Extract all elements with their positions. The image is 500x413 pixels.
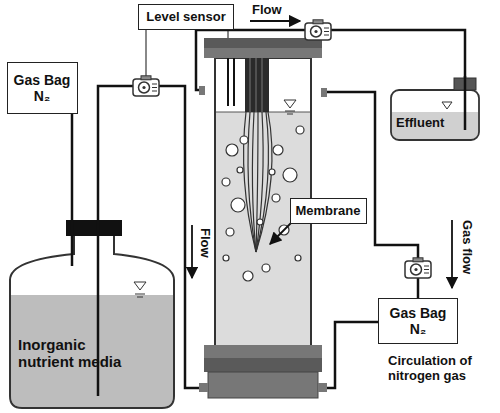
gas-bag-label: Gas Bag N₂ [12,72,72,104]
effluent-bottle-outline [390,76,480,142]
callout-box: Membrane [290,198,367,224]
gas-bag-label: Gas Bag N₂ [388,305,448,337]
gas-bag-box: Gas Bag N₂ [7,62,78,114]
gas-line [71,114,74,220]
flow-label: Flow [252,3,312,18]
effluent-label: Effluent [396,116,456,131]
media-bottle: Inorganic nutrient media [8,220,176,410]
flow-label: Gas flow [459,220,474,274]
media-label: Inorganic nutrient media [18,336,126,371]
bottle-outline [8,220,176,410]
sensor-label: Level sensor [146,10,226,25]
callout-label: Membrane [295,204,360,219]
flow-label: Flow [197,228,212,258]
sensor-box: Level sensor [138,4,234,30]
gas-bag-box: Gas Bag N₂ [378,298,458,344]
effluent-bottle: Effluent [390,76,480,142]
note-label: Circulation of nitrogen gas [388,354,496,384]
